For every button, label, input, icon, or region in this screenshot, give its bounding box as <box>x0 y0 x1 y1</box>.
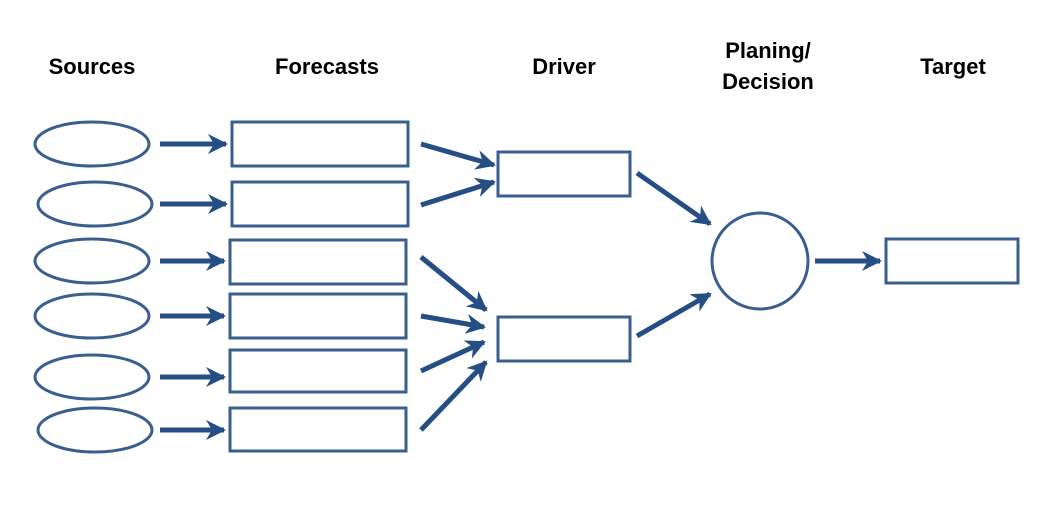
label-driver: Driver <box>532 54 596 79</box>
source-node <box>36 406 154 454</box>
source-node <box>33 120 151 168</box>
forecast-box <box>228 406 408 453</box>
arrows-group <box>160 134 882 440</box>
label-forecasts: Forecasts <box>275 54 379 79</box>
source-node <box>36 180 154 228</box>
planning-decision-node <box>710 211 810 311</box>
label-sources: Sources <box>49 54 136 79</box>
source-node <box>33 292 151 340</box>
driver-box <box>496 315 632 363</box>
driver-box <box>496 150 632 198</box>
arrow <box>419 360 488 432</box>
source-node <box>33 237 151 285</box>
arrow <box>420 313 486 334</box>
target-box <box>884 237 1020 285</box>
forecast-box <box>230 120 410 168</box>
arrow <box>419 339 486 374</box>
arrow <box>420 141 496 170</box>
forecast-box <box>228 292 408 340</box>
arrow <box>635 170 712 227</box>
forecast-box <box>228 348 408 394</box>
arrow <box>419 255 488 312</box>
sources-group <box>33 120 154 454</box>
forecast-box <box>230 180 410 228</box>
label-planning-line2: Decision <box>722 69 814 94</box>
label-target: Target <box>920 54 986 79</box>
forecast-box <box>228 238 408 286</box>
arrow <box>420 177 496 208</box>
source-node <box>33 353 151 401</box>
arrow <box>635 291 712 339</box>
forecasts-group <box>228 120 410 453</box>
label-planning-line1: Planing/ <box>725 38 811 63</box>
